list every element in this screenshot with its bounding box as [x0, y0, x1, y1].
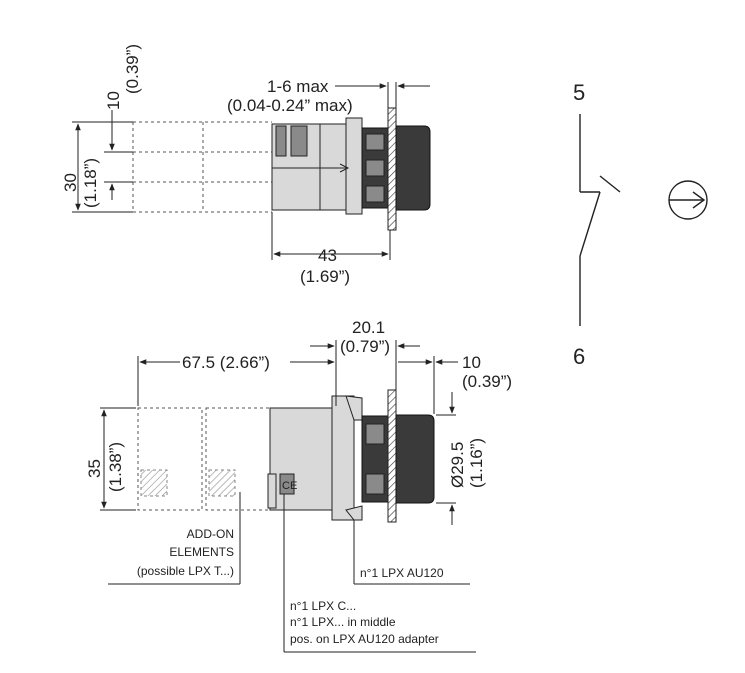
top-actuator-head: [361, 107, 431, 231]
top-dim-width-value: 30: [61, 173, 80, 192]
top-dim-gap-value: 1-6 max: [267, 77, 329, 96]
top-dim-pitch-value: 10: [104, 91, 123, 110]
push-actuator-icon: [668, 180, 708, 220]
top-view: 1-6 max (0.04-0.24” max) 43 (1.69”) 30 (…: [61, 44, 431, 286]
side-dim-addon: 67.5 (2.66”): [137, 340, 337, 406]
top-dim-pitch-inch: (0.39”): [123, 44, 142, 94]
side-dim-addon-value: 67.5 (2.66”): [182, 353, 270, 372]
addon-label-line2: ELEMENTS: [169, 545, 234, 559]
adapter-label-text: n°1 LPX AU120: [360, 566, 444, 580]
contact-label-line2: n°1 LPX... in middle: [290, 615, 396, 629]
top-dim-depth: 43 (1.69”): [271, 212, 391, 286]
side-dim-head-inch: (0.79”): [340, 337, 390, 356]
top-dim-width: 30 (1.18”): [61, 121, 133, 213]
terminal-top-label: 5: [573, 80, 585, 105]
contact-label: n°1 LPX C... n°1 LPX... in middle pos. o…: [283, 494, 476, 653]
terminal-bottom-label: 6: [573, 344, 585, 369]
side-dim-diameter-inch: (1.16”): [467, 438, 486, 488]
contact-label-line1: n°1 LPX C...: [290, 599, 356, 613]
top-dim-depth-inch: (1.69”): [300, 267, 350, 286]
top-dim-gap: 1-6 max (0.04-0.24” max): [227, 77, 430, 115]
side-dim-diameter: Ø29.5 (1.16”): [436, 392, 486, 525]
side-dim-front: 10 (0.39”): [398, 353, 512, 414]
top-addon-outline: [132, 121, 272, 213]
addon-label: ADD-ON ELEMENTS (possible LPX T...): [108, 492, 241, 585]
side-dim-diameter-value: Ø29.5: [448, 442, 467, 488]
side-dim-height-value: 35: [85, 459, 104, 478]
top-dim-depth-value: 43: [318, 246, 337, 265]
top-dim-width-inch: (1.18”): [81, 158, 100, 208]
side-dim-head-value: 20.1: [352, 318, 385, 337]
side-addon-outline: [137, 407, 271, 511]
contact-schematic: 5 6: [573, 80, 708, 369]
top-dim-gap-inch: (0.04-0.24” max): [227, 96, 353, 115]
side-dim-front-value: 10: [462, 353, 481, 372]
side-contact-block: CE: [267, 395, 363, 521]
side-view: CE 67.5 (2.66”) 20.1 (0.79”): [85, 318, 512, 653]
contact-label-line3: pos. on LPX AU120 adapter: [290, 632, 439, 646]
side-dim-height: 35 (1.38”): [85, 407, 136, 511]
side-dim-height-inch: (1.38”): [106, 442, 125, 492]
side-dim-front-inch: (0.39”): [462, 372, 512, 391]
side-actuator-head: [361, 389, 435, 523]
addon-label-line1: ADD-ON: [187, 527, 234, 541]
side-dim-head: 20.1 (0.79”): [310, 318, 420, 390]
ce-mark: CE: [282, 480, 297, 492]
adapter-label: n°1 LPX AU120: [353, 520, 470, 585]
top-contact-block: [271, 117, 363, 215]
top-dim-pitch: 10 (0.39”): [104, 44, 142, 200]
addon-label-line3: (possible LPX T...): [137, 564, 234, 578]
